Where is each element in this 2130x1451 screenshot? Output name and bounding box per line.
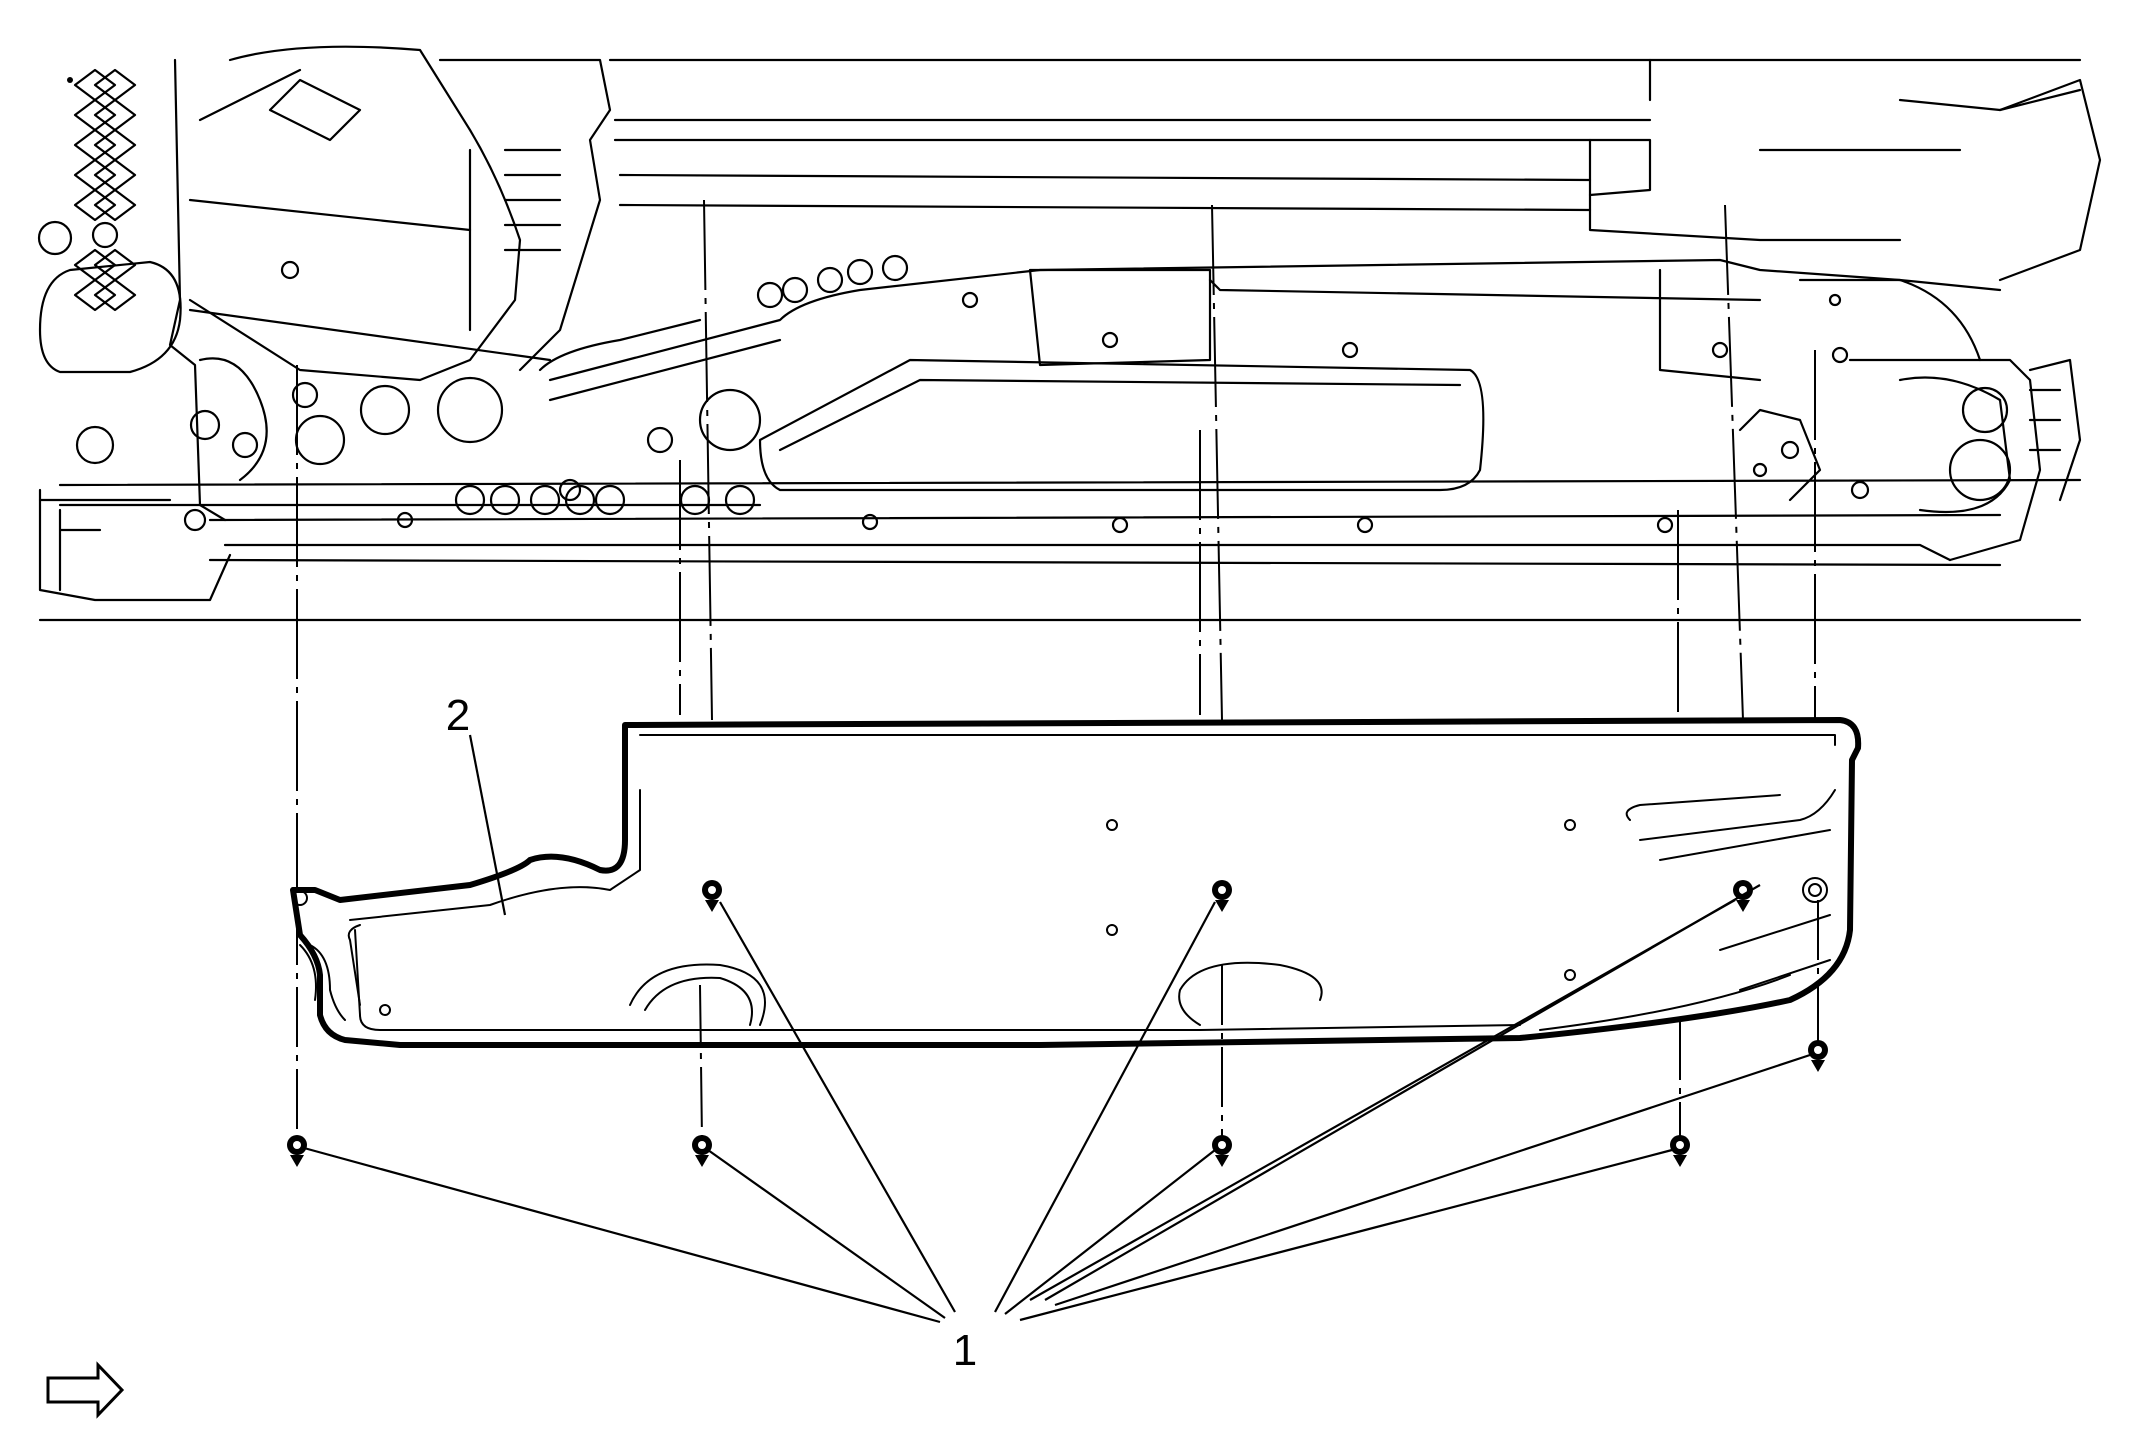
fastener-icon — [692, 1135, 712, 1167]
fastener-icon — [1733, 880, 1753, 912]
callout-label-fastener: 1 — [953, 1326, 977, 1375]
fastener-icon — [702, 880, 722, 912]
underbody-shield — [290, 717, 1862, 1048]
diamond-pattern — [37, 68, 137, 312]
fastener-icon — [1212, 880, 1232, 912]
vehicle-underbody — [37, 45, 2102, 622]
fastener-icon — [1808, 1040, 1828, 1072]
fasteners — [287, 880, 1828, 1167]
fastener-icon — [287, 1135, 307, 1167]
fastener-drop-lines — [296, 900, 1819, 1141]
forward-arrow-icon — [46, 1361, 125, 1419]
fastener-icon — [1670, 1135, 1690, 1167]
reference-dot — [67, 77, 73, 83]
leader-lines — [303, 734, 1811, 1324]
fastener-icon — [1212, 1135, 1232, 1167]
callout-label-shield: 2 — [446, 691, 470, 740]
alignment-lines — [296, 199, 1816, 890]
